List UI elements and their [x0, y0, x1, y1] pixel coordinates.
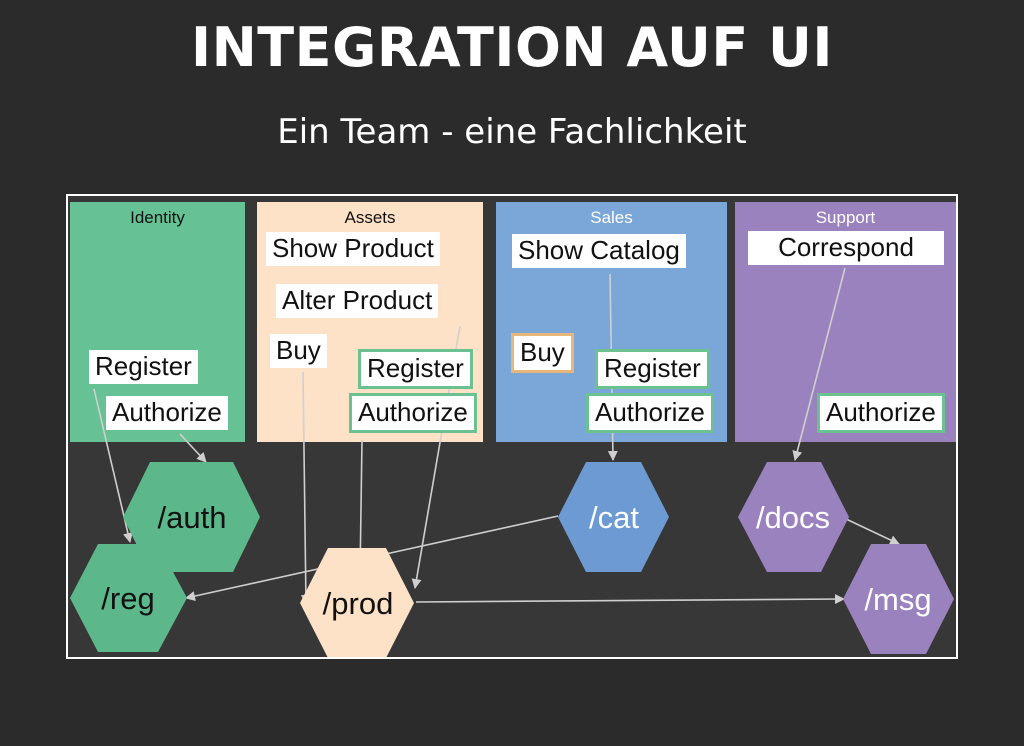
service-auth-label: /auth — [158, 500, 227, 535]
sales-authorize-label: Authorize — [586, 393, 714, 433]
identity-authorize-label: Authorize — [106, 396, 228, 430]
service-docs-label: /docs — [756, 500, 830, 535]
identity-register-label: Register — [89, 350, 198, 384]
architecture-diagram: Identity Assets Sales Support — [66, 194, 958, 659]
service-reg: /reg — [70, 544, 187, 652]
service-prod-label: /prod — [323, 586, 394, 621]
assets-alter-product-label: Alter Product — [276, 284, 439, 318]
sales-show-catalog-label: Show Catalog — [512, 234, 686, 268]
service-docs: /docs — [738, 462, 849, 572]
support-authorize-label: Authorize — [817, 393, 945, 433]
assets-authorize-label: Authorize — [349, 393, 477, 433]
service-cat-label: /cat — [589, 500, 639, 535]
service-prod: /prod — [300, 548, 414, 657]
sales-buy-label: Buy — [511, 333, 574, 373]
slide-title: INTEGRATION AUF UI — [191, 16, 833, 79]
edge-prod-to-msg — [415, 594, 845, 605]
edge-buy-to-prod — [300, 371, 311, 605]
slide-subtitle: Ein Team - eine Fachlichkeit — [277, 112, 747, 152]
column-assets-title: Assets — [344, 208, 396, 227]
column-support-title: Support — [815, 208, 876, 227]
service-reg-label: /reg — [101, 581, 154, 616]
assets-register-label: Register — [358, 349, 473, 389]
sales-register-label: Register — [595, 349, 710, 389]
edge-correspond-to-docs — [792, 267, 846, 461]
service-cat: /cat — [558, 462, 669, 572]
edge-authorize-to-auth — [179, 433, 207, 463]
service-msg-label: /msg — [864, 582, 931, 617]
service-msg: /msg — [843, 544, 954, 654]
assets-show-product-label: Show Product — [266, 232, 440, 266]
column-sales-title: Sales — [590, 208, 633, 227]
edge-docs-to-msg — [845, 518, 900, 545]
support-correspond-label: Correspond — [748, 231, 944, 265]
assets-buy-label: Buy — [270, 334, 327, 368]
column-identity-title: Identity — [130, 208, 185, 227]
